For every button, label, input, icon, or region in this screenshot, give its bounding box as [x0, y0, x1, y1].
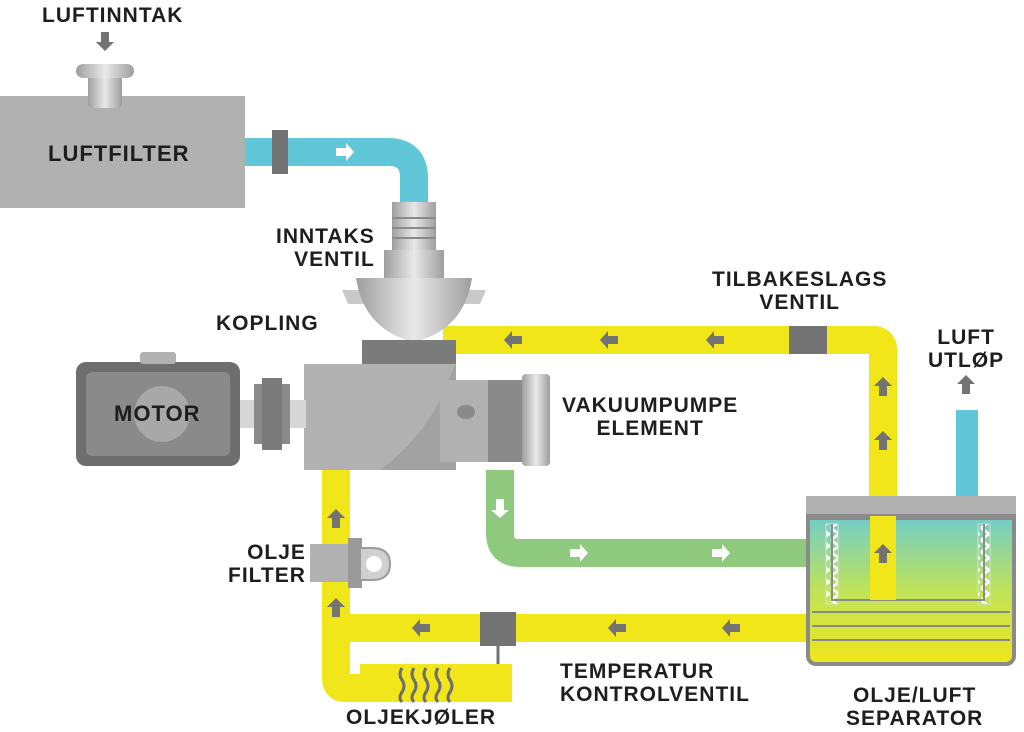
motor-center — [134, 386, 190, 442]
arrow-right-icon — [336, 143, 354, 161]
oil-cooler-coils — [398, 667, 454, 704]
pump-element-dark — [488, 380, 526, 462]
separator-element-frame — [831, 524, 985, 601]
arrow-right-icon — [570, 544, 588, 562]
oil-cooler-pipe — [322, 462, 512, 702]
label-coupling: KOPLING — [216, 312, 319, 335]
arrow-up-icon — [327, 509, 345, 528]
pump-housing-shade — [380, 364, 456, 470]
label-motor: MOTOR — [114, 401, 201, 426]
arrow-down-icon — [491, 499, 509, 518]
air-outlet-pipe — [956, 410, 978, 498]
pump-element-cap — [522, 374, 550, 466]
arrow-left-icon — [608, 619, 626, 637]
air-intake-neck — [88, 74, 122, 108]
check-valve — [789, 326, 827, 354]
label-air-intake: LUFTINNTAK — [42, 4, 184, 27]
separator-lid-edge — [806, 514, 1016, 520]
arrow-up-icon — [957, 375, 975, 394]
label-vacuum-pump-element: VAKUUMPUMPE ELEMENT — [562, 394, 739, 440]
arrow-left-icon — [504, 331, 522, 349]
arrow-left-icon — [706, 331, 724, 349]
arrow-up-icon — [874, 431, 892, 450]
flow-arrows-white — [336, 143, 730, 562]
arrow-up-icon — [874, 377, 892, 396]
intake-valve-body — [356, 278, 472, 342]
arrow-up-icon — [874, 544, 892, 563]
air-pipe-clamp — [272, 130, 288, 174]
arrow-right-icon — [712, 544, 730, 562]
oil-filter-cap — [348, 538, 362, 588]
label-oil-cooler: OLJEKJØLER — [346, 706, 497, 729]
air-oil-mix-pipe — [486, 470, 812, 567]
label-air-outlet: LUFT UTLØP — [928, 326, 1005, 372]
air-intake-pipe — [245, 138, 428, 205]
air-intake-cap — [76, 64, 134, 78]
motor-coupling-hub — [262, 378, 282, 450]
bellows-rings — [392, 217, 436, 239]
motor-terminal — [140, 352, 176, 364]
label-temperature-control-valve: TEMPERATUR KONTROLVENTIL — [560, 660, 750, 706]
arrow-left-icon — [722, 619, 740, 637]
oil-return-pipe — [443, 326, 897, 612]
oil-filter-handle-hole — [366, 556, 382, 572]
separator-lid — [806, 496, 1016, 516]
label-intake-valve: INNTAKS VENTIL — [276, 225, 375, 271]
coupling-block — [362, 340, 456, 366]
label-check-valve: TILBAKESLAGS VENTIL — [712, 268, 888, 314]
arrow-down-icon — [96, 32, 114, 51]
temperature-control-valve — [480, 612, 516, 646]
label-oil-air-separator: OLJE/LUFT SEPARATOR — [846, 684, 984, 730]
arrow-up-icon — [327, 598, 345, 617]
label-air-filter: LUFTFILTER — [48, 141, 190, 166]
label-oil-filter: OLJE FILTER — [228, 541, 306, 587]
arrow-left-icon — [412, 619, 430, 637]
arrow-left-icon — [600, 331, 618, 349]
separator-oil-layers — [812, 611, 1010, 641]
pump-bolt — [457, 405, 475, 419]
intake-valve-neck — [384, 250, 444, 278]
oil-filter-body — [310, 544, 354, 582]
air-filter-box — [0, 96, 245, 208]
